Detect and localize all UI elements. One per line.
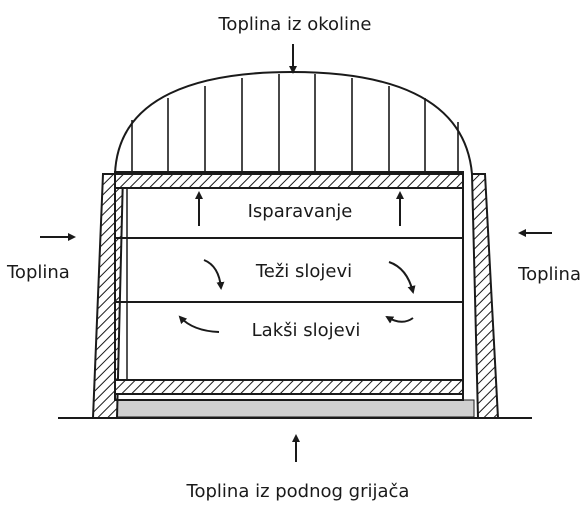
arrow-light-rise-right	[385, 315, 414, 324]
label-heat-left: Toplina	[6, 262, 70, 283]
dome-ribs	[131, 74, 459, 174]
label-evaporation: Isparavanje	[248, 201, 353, 222]
bottom-insulation-plate	[114, 379, 464, 395]
arrow-light-rise-left	[178, 315, 220, 333]
right-outer-wall	[470, 173, 500, 419]
floor-slab	[111, 399, 475, 418]
label-heavy-layers: Teži slojevi	[255, 261, 352, 282]
arrow-heavy-sink-right	[388, 261, 416, 294]
top-insulation-plate	[114, 173, 464, 189]
label-heat-right: Toplina	[517, 264, 581, 285]
label-heat-from-surroundings: Toplina iz okoline	[218, 14, 372, 35]
label-light-layers: Lakši slojevi	[252, 320, 361, 341]
tank-body	[114, 171, 464, 401]
label-heat-from-floor-heater: Toplina iz podnog grijača	[186, 481, 410, 502]
arrow-heavy-sink-left	[203, 259, 225, 290]
